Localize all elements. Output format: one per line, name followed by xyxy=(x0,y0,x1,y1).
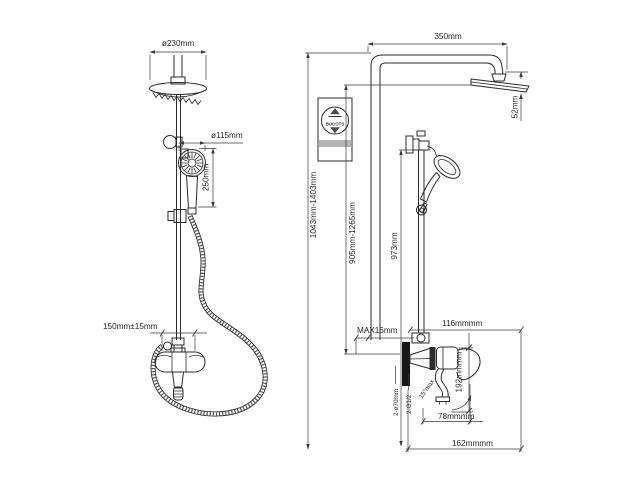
wall-flange xyxy=(402,342,410,386)
dim-slide-bar-height-label: 973mm xyxy=(390,232,399,259)
badge-band xyxy=(319,140,351,147)
dim-wall-max: MAX16mm xyxy=(353,326,414,354)
up-arrow-icon xyxy=(330,108,340,115)
dim-head-drop-label: 52mm xyxy=(511,95,520,118)
mixer-front xyxy=(154,337,206,401)
dim-mixer-height: 192mmmm xyxy=(451,333,473,415)
dim-spout-wall-offset-label: 116mmmm xyxy=(442,319,483,328)
mixer-side: 15°max xyxy=(402,332,481,411)
dim-overall-height-label: 1043mm-1403mm xyxy=(309,172,318,239)
dim-inlet-spacing: 150mm±15mm xyxy=(103,322,207,351)
shower-hose xyxy=(150,214,268,417)
dim-spout-projection-label: 78mmmm xyxy=(438,412,475,421)
dim-hand-diameter-label: ø115mm xyxy=(211,131,243,140)
hand-shower-front xyxy=(178,149,206,215)
hand-shower-spokes xyxy=(181,152,203,174)
side-view: 350mm 52mm BUCOTS xyxy=(305,32,530,453)
dim-spout-wall-offset: 116mmmm xyxy=(407,319,524,452)
callout-connections: 2-G1/2 xyxy=(406,374,413,414)
mixer-handle-side xyxy=(456,348,481,381)
hand-shower-side xyxy=(418,145,461,214)
dim-arm-length: 350mm xyxy=(367,32,508,70)
rain-head-side xyxy=(470,78,530,93)
down-arrow-icon xyxy=(330,127,340,134)
callout-escutcheons: 2-ø70mm xyxy=(393,366,400,416)
brand-badge: BUCOTS xyxy=(317,97,353,162)
dim-overall-projection: 162mmmm xyxy=(405,390,524,453)
mixer-spout-side xyxy=(434,368,449,398)
connections-label: 2-G1/2 xyxy=(406,394,413,414)
spout-angle-label: 15°max xyxy=(417,377,436,400)
dim-head-diameter-label: ø230mm xyxy=(162,39,194,48)
shower-arm-side xyxy=(370,54,507,340)
escutcheons-label: 2-ø70mm xyxy=(393,389,400,416)
shower-rail-front xyxy=(176,94,181,340)
overhead-shower-front xyxy=(149,55,207,106)
slide-bar-side xyxy=(416,150,427,333)
dim-wall-max-label: MAX16mm xyxy=(357,326,398,335)
dim-hand-length-label: 250mm xyxy=(202,164,211,191)
dim-inlet-spacing-label: 150mm±15mm xyxy=(103,322,158,331)
dim-head-drop: 52mm xyxy=(505,71,528,121)
dim-column-height-label: 905mm-1265mm xyxy=(348,202,357,264)
dim-spout-projection: 78mmmm xyxy=(420,384,483,425)
dim-overall-height: 1043mm-1403mm xyxy=(305,52,371,450)
dim-head-diameter: ø230mm xyxy=(149,39,207,80)
dim-hand-shower-diameter: ø115mm xyxy=(178,131,243,151)
swivel-arc-arrow xyxy=(451,395,472,411)
dim-overall-projection-label: 162mmmm xyxy=(452,439,493,448)
dim-mixer-height-label: 192mmmm xyxy=(455,351,464,392)
dim-arm-length-label: 350mm xyxy=(434,32,461,41)
dim-column-height: 905mm-1265mm xyxy=(344,84,471,355)
dim-hand-shower-length: 250mm xyxy=(198,148,217,208)
slider-knob-side xyxy=(416,204,427,216)
front-view: ø230mm xyxy=(103,39,268,417)
slider-clamp-front xyxy=(167,209,187,223)
brand-label: BUCOTS xyxy=(326,122,345,127)
